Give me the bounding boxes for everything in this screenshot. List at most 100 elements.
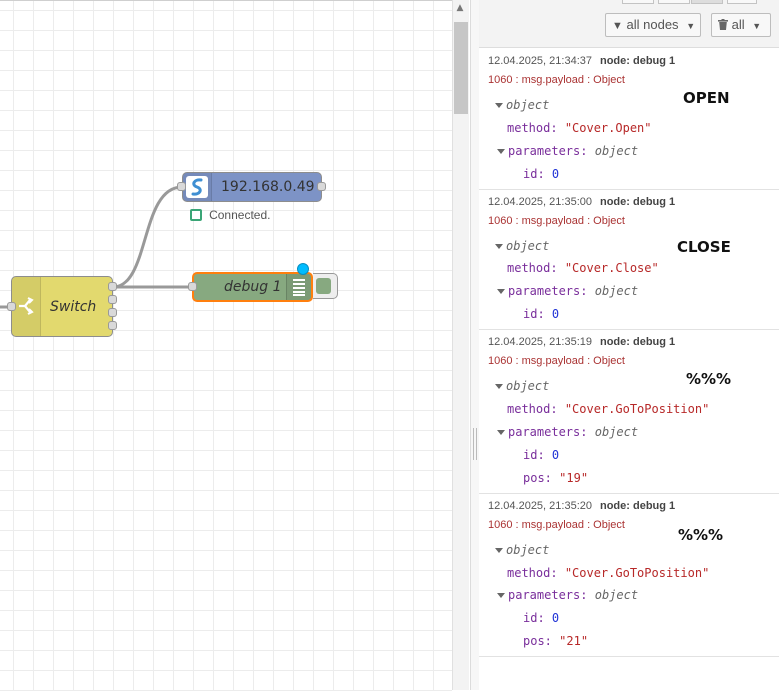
- divider-grip-icon[interactable]: [473, 428, 477, 460]
- tree-method-row: method: "Cover.Open": [507, 121, 652, 135]
- switch-output-port-1[interactable]: [108, 282, 117, 291]
- tree-root-row[interactable]: object: [495, 98, 549, 112]
- websocket-output-port[interactable]: [317, 182, 326, 191]
- websocket-status-text: Connected.: [209, 208, 271, 222]
- canvas-scrollbar[interactable]: [452, 0, 469, 690]
- parameters-type: object: [594, 588, 639, 602]
- toolbar-tab-4[interactable]: [727, 0, 757, 4]
- toolbar-tab-1[interactable]: [622, 0, 654, 4]
- tree-root-row[interactable]: object: [495, 379, 549, 393]
- id-value: 0: [551, 167, 560, 181]
- switch-input-port[interactable]: [7, 302, 16, 311]
- tree-method-row: method: "Cover.GoToPosition": [507, 566, 709, 580]
- tree-method-row: method: "Cover.GoToPosition": [507, 402, 709, 416]
- id-key: id:: [523, 611, 545, 625]
- method-value: "Cover.Open": [564, 121, 652, 135]
- tree-id-row: id: 0: [523, 167, 559, 181]
- parameters-type: object: [594, 144, 639, 158]
- expand-caret-icon[interactable]: [497, 430, 505, 435]
- websocket-node-label: 192.168.0.49: [221, 179, 315, 195]
- method-key: method:: [507, 402, 558, 416]
- message-node-link[interactable]: node: debug 1: [599, 336, 676, 348]
- canvas-scrollbar-thumb[interactable]: [454, 22, 468, 114]
- message-topic: 1060 : msg.payload : Object: [488, 519, 625, 531]
- debug-message: 12.04.2025, 21:34:37 node: debug 1 1060 :…: [479, 48, 779, 190]
- tree-id-row: id: 0: [523, 611, 559, 625]
- debug-message-header: 12.04.2025, 21:34:37 node: debug 1: [488, 55, 675, 67]
- switch-node[interactable]: Switch: [11, 276, 113, 337]
- debug-list-icon: [293, 279, 305, 296]
- pos-key: pos:: [523, 634, 552, 648]
- tree-parameters-row[interactable]: parameters: object: [497, 588, 638, 602]
- id-key: id:: [523, 448, 545, 462]
- expand-caret-icon[interactable]: [497, 289, 505, 294]
- id-value: 0: [551, 307, 560, 321]
- debug-changed-indicator-icon: [297, 263, 309, 275]
- clear-messages-label: all: [731, 17, 745, 32]
- switch-output-port-3[interactable]: [108, 308, 117, 317]
- clear-messages-button[interactable]: all ▼: [711, 13, 771, 37]
- tree-pos-row: pos: "19": [523, 471, 588, 485]
- debug-node[interactable]: debug 1: [192, 272, 313, 302]
- message-node-link[interactable]: node: debug 1: [599, 500, 676, 512]
- expand-caret-icon[interactable]: [495, 103, 503, 108]
- expand-caret-icon[interactable]: [495, 548, 503, 553]
- tree-id-row: id: 0: [523, 307, 559, 321]
- id-value: 0: [551, 611, 560, 625]
- pos-value: "21": [559, 634, 589, 648]
- switch-icon: [19, 297, 34, 315]
- tree-parameters-row[interactable]: parameters: object: [497, 144, 638, 158]
- expand-caret-icon[interactable]: [495, 244, 503, 249]
- status-dot-icon: [190, 209, 202, 221]
- scroll-up-arrow-icon[interactable]: ▲: [456, 3, 464, 13]
- debug-toggle-indicator: [316, 278, 331, 294]
- debug-node-label: debug 1: [224, 279, 282, 295]
- tree-root-row[interactable]: object: [495, 543, 549, 557]
- pos-value: "19": [559, 471, 589, 485]
- debug-sidebar: ▼ all nodes ▼ all ▼ 12.04.2025, 21:34:37…: [479, 0, 779, 690]
- method-key: method:: [507, 121, 558, 135]
- method-value: "Cover.GoToPosition": [564, 402, 710, 416]
- websocket-node-icon-area: [183, 173, 212, 201]
- message-node-link[interactable]: node: debug 1: [599, 196, 676, 208]
- debug-toggle-button[interactable]: [313, 273, 338, 299]
- tree-id-row: id: 0: [523, 448, 559, 462]
- tree-root-type: object: [506, 543, 550, 557]
- toolbar-tab-2[interactable]: [658, 0, 690, 4]
- parameters-key: parameters:: [508, 284, 588, 298]
- trash-icon: [718, 19, 728, 30]
- message-topic: 1060 : msg.payload : Object: [488, 74, 625, 86]
- flow-canvas[interactable]: Switch 192.168.0.49 Connected. debug 1: [0, 0, 452, 691]
- expand-caret-icon[interactable]: [497, 149, 505, 154]
- debug-input-port[interactable]: [188, 282, 197, 291]
- tree-root-row[interactable]: object: [495, 239, 549, 253]
- tree-root-type: object: [506, 379, 550, 393]
- annotation-note: CLOSE: [677, 238, 731, 256]
- tree-root-type: object: [506, 239, 550, 253]
- parameters-key: parameters:: [508, 144, 588, 158]
- message-node-link[interactable]: node: debug 1: [599, 55, 676, 67]
- message-timestamp: 12.04.2025, 21:34:37: [488, 55, 592, 67]
- debug-toolbar: ▼ all nodes ▼ all ▼: [479, 0, 779, 48]
- filter-nodes-label: all nodes: [626, 17, 679, 32]
- expand-caret-icon[interactable]: [497, 593, 505, 598]
- switch-output-port-4[interactable]: [108, 321, 117, 330]
- toolbar-tab-3[interactable]: [691, 0, 723, 4]
- websocket-input-port[interactable]: [177, 182, 186, 191]
- tree-parameters-row[interactable]: parameters: object: [497, 284, 638, 298]
- tree-pos-row: pos: "21": [523, 634, 588, 648]
- websocket-node[interactable]: 192.168.0.49: [182, 172, 322, 202]
- expand-caret-icon[interactable]: [495, 384, 503, 389]
- filter-nodes-button[interactable]: ▼ all nodes ▼: [605, 13, 701, 37]
- filter-icon: ▼: [612, 20, 623, 32]
- switch-node-label: Switch: [50, 299, 97, 315]
- parameters-key: parameters:: [508, 588, 588, 602]
- parameters-type: object: [594, 425, 639, 439]
- method-key: method:: [507, 566, 558, 580]
- tree-parameters-row[interactable]: parameters: object: [497, 425, 638, 439]
- switch-output-port-2[interactable]: [108, 295, 117, 304]
